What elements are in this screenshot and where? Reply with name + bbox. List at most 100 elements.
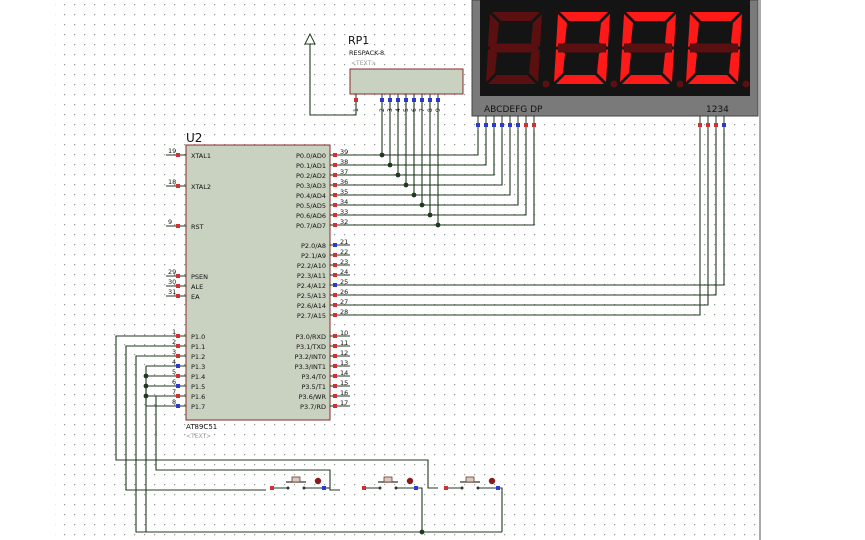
rp1-pin-9[interactable]: 9 xyxy=(435,94,442,112)
display-digit-pin[interactable] xyxy=(706,116,710,130)
u2-pin-label: P0.2/AD2 xyxy=(296,172,326,180)
u2-pin-number: 17 xyxy=(340,399,348,407)
segment-c xyxy=(597,49,608,82)
rp1-pin-number: 7 xyxy=(419,108,426,112)
power-terminal[interactable] xyxy=(304,32,316,45)
u2-pin-number: 15 xyxy=(340,379,348,387)
display-digit-pin[interactable] xyxy=(714,116,718,130)
rp1-pin-1[interactable]: 1 xyxy=(353,94,360,112)
u2-pin-p1-4[interactable]: 5P1.4 xyxy=(166,368,205,381)
display-digit-2 xyxy=(554,12,618,88)
pushbutton-1[interactable] xyxy=(270,476,326,490)
u2-pin-label: P2.2/A10 xyxy=(297,262,326,270)
pushbutton-3[interactable] xyxy=(444,476,500,490)
rp1-pin-8[interactable]: 8 xyxy=(427,94,434,112)
u2-pin-label: P3.5/T1 xyxy=(301,383,326,391)
u2-pin-number: 9 xyxy=(168,218,172,226)
u2-pin-number: 19 xyxy=(168,147,176,155)
u2-pin-label: P1.0 xyxy=(191,333,205,341)
segment-c xyxy=(663,49,674,82)
display-segment-pin[interactable] xyxy=(476,116,480,130)
rp1-pin-7[interactable]: 7 xyxy=(419,94,426,112)
rp1-type: RESPACK-8 xyxy=(349,49,384,57)
u2-pin-number: 8 xyxy=(172,398,176,406)
rp1-pin-2[interactable]: 2 xyxy=(379,94,386,112)
u2-pin-label: P0.0/AD0 xyxy=(296,152,326,160)
display-segment-pin[interactable] xyxy=(500,116,504,130)
segment-d xyxy=(488,75,536,84)
u2-pin-number: 11 xyxy=(340,339,348,347)
u2-pin-p1-6[interactable]: 7P1.6 xyxy=(166,388,205,401)
pushbutton-2[interactable] xyxy=(362,476,418,490)
u2-pin-number: 34 xyxy=(340,198,348,206)
rp1-pin-number: 2 xyxy=(379,108,386,112)
rp1-pin-5[interactable]: 5 xyxy=(403,94,410,112)
u2-pin-label: P3.0/RXD xyxy=(296,333,326,341)
u2-pin-number: 1 xyxy=(172,328,176,336)
segment-c xyxy=(529,49,540,82)
u2-pin-p1-5[interactable]: 6P1.5 xyxy=(166,378,205,391)
u2-pin-p1-7[interactable]: 8P1.7 xyxy=(166,398,205,411)
display-segment-pin[interactable] xyxy=(516,116,520,130)
display-segment-pin[interactable] xyxy=(492,116,496,130)
seven-segment-display[interactable]: ABCDEFG DP 1234 xyxy=(471,0,759,130)
u2-pin-number: 33 xyxy=(340,208,348,216)
u2-pin-label: P2.4/A12 xyxy=(297,282,326,290)
segment-dp xyxy=(610,80,618,88)
display-digit-pin[interactable] xyxy=(698,116,702,130)
rp1-pin-4[interactable]: 4 xyxy=(395,94,402,112)
u2-pin-number: 14 xyxy=(340,369,348,377)
pushbutton-indicator-icon xyxy=(406,477,414,485)
u2-pin-label: P3.3/INT1 xyxy=(295,363,326,371)
u2-pin-p1-0[interactable]: 1P1.0 xyxy=(166,328,205,341)
segment-e xyxy=(486,49,497,82)
rp1-pin-3[interactable]: 3 xyxy=(387,94,394,112)
rp1-pin-6[interactable]: 6 xyxy=(411,94,418,112)
segment-a xyxy=(692,12,740,21)
u2-pin-number: 10 xyxy=(340,329,348,337)
display-digit-pin[interactable] xyxy=(722,116,726,130)
display-segment-pin[interactable] xyxy=(484,116,488,130)
segment-f xyxy=(688,14,699,47)
microcontroller-u2[interactable]: U2 AT89C51 <TEXT> 19XTAL118XTAL29RST29PS… xyxy=(166,131,350,440)
display-segment-pin[interactable] xyxy=(524,116,528,130)
u2-pin-label: P0.3/AD3 xyxy=(296,182,326,190)
segment-f xyxy=(488,14,499,47)
u2-pin-p1-2[interactable]: 3P1.2 xyxy=(166,348,205,361)
u2-pin-p1-3[interactable]: 4P1.3 xyxy=(166,358,205,371)
display-segment-pin[interactable] xyxy=(532,116,536,130)
display-segment-pin[interactable] xyxy=(508,116,512,130)
u2-pin-p1-1[interactable]: 2P1.1 xyxy=(166,338,205,351)
